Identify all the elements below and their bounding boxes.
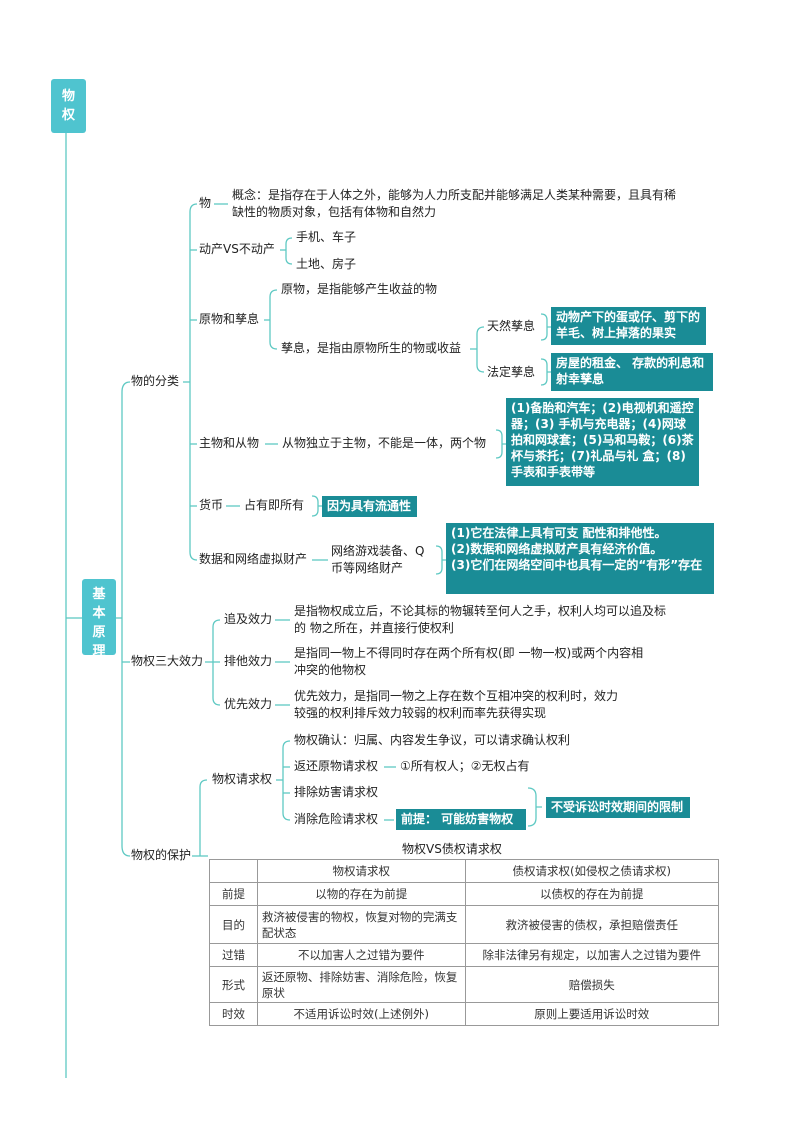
table-cell: 救济被侵害的物权，恢复对物的完满支配状态 (256, 905, 466, 944)
natural-fruit-label: 天然孳息 (487, 319, 536, 333)
currency-desc: 占有即所有 (244, 498, 305, 512)
table-cell: 原则上要适用诉讼时效 (464, 1002, 719, 1026)
table-cell: 以物的存在为前提 (256, 882, 466, 906)
table-row: 形式 返还原物、排除妨害、消除危险，恢复原状 赔偿损失 (209, 966, 719, 1003)
table-cell: 以债权的存在为前提 (464, 882, 719, 906)
claim-danger-premise: 前提： 可能妨害物权 (396, 809, 526, 830)
classification-label: 物的分类 (131, 374, 180, 388)
table-cell: 赔偿损失 (464, 966, 719, 1003)
table-cell: 除非法律另有规定，以加害人之过错为要件 (464, 943, 719, 967)
virtual-desc: 网络游戏装备、Q 币等网络财产 (331, 544, 425, 575)
thing-concept: 概念：是指存在于人体之外，能够为人力所支配并能够满足人类某种需要，且具有稀缺性的… (232, 188, 677, 219)
table-cell: 时效 (209, 1002, 258, 1026)
virtual-note-3: (3)它们在网络空间中也具有一定的“有形”存在 (451, 558, 703, 572)
effect-exclusive-desc: 是指同一物上不得同时存在两个所有权(即 一物一权)或两个内容相冲突的他物权 (294, 646, 644, 677)
table-cell: 不适用诉讼时效(上述例外) (256, 1002, 466, 1026)
virtual-note-1: (1)它在法律上具有可支 配性和排他性。 (451, 526, 667, 540)
claim-confirm: 物权确认：归属、内容发生争议，可以请求确认权利 (294, 733, 571, 747)
root-title: 物权 (51, 79, 86, 133)
section-title: 基本原理 (82, 579, 116, 659)
movable-item: 手机、车子 (296, 230, 357, 244)
virtual-notes: (1)它在法律上具有可支 配性和排他性。 (2)数据和网络虚拟财产具有经济价值。… (446, 523, 714, 594)
claim-return-desc: ①所有权人；②无权占有 (400, 759, 530, 773)
table-header-cell: 债权请求权(如侵权之债请求权) (464, 859, 719, 883)
principal-label: 主物和从物 (199, 436, 260, 450)
movable-label: 动产VS不动产 (199, 242, 275, 256)
table-header-cell (209, 859, 258, 883)
table-row: 时效 不适用诉讼时效(上述例外) 原则上要适用诉讼时效 (209, 1002, 719, 1026)
currency-label: 货币 (199, 498, 224, 512)
original-fruit-label: 原物和孳息 (199, 312, 260, 326)
thing-label: 物 (199, 196, 212, 210)
effect-priority-desc: 优先效力，是指同一物之上存在数个互相冲突的权利时，效力较强的权利排斥效力较弱的权… (294, 689, 619, 720)
table-cell: 过错 (209, 943, 258, 967)
natural-fruit-note: 动物产下的蛋或仔、剪下的羊毛、树上掉落的果实 (551, 307, 706, 345)
table-row: 过错 不以加害人之过错为要件 除非法律另有规定，以加害人之过错为要件 (209, 943, 719, 967)
table-cell: 目的 (209, 905, 258, 944)
table-cell: 不以加害人之过错为要件 (256, 943, 466, 967)
principal-desc: 从物独立于主物，不能是一体，两个物 (282, 436, 487, 450)
virtual-note-2: (2)数据和网络虚拟财产具有经济价值。 (451, 542, 663, 556)
comparison-table: 物权请求权 债权请求权(如侵权之债请求权) 前提 以物的存在为前提 以债权的存在… (209, 859, 719, 1026)
table-row: 前提 以物的存在为前提 以债权的存在为前提 (209, 882, 719, 906)
claim-return-label: 返还原物请求权 (294, 759, 379, 773)
principal-examples: (1)备胎和汽车；(2)电视机和遥控器；(3) 手机与充电器；(4)网球拍和网球… (506, 398, 699, 486)
claim-limit-note: 不受诉讼时效期间的限制 (546, 797, 690, 818)
virtual-label: 数据和网络虚拟财产 (199, 552, 308, 566)
effect-priority-label: 优先效力 (224, 697, 273, 711)
table-cell: 形式 (209, 966, 258, 1003)
original-desc: 原物，是指能够产生收益的物 (281, 282, 438, 296)
table-header-cell: 物权请求权 (256, 859, 466, 883)
claim-label: 物权请求权 (212, 772, 273, 786)
table-cell: 救济被侵害的债权，承担赔偿责任 (464, 905, 719, 944)
legal-fruit-note: 房屋的租金、 存款的利息和射幸孳息 (551, 353, 713, 391)
effect-pursuit-label: 追及效力 (224, 612, 273, 626)
table-cell: 返还原物、排除妨害、消除危险，恢复原状 (256, 966, 466, 1003)
table-title: 物权VS债权请求权 (402, 842, 502, 856)
table-cell: 前提 (209, 882, 258, 906)
table-header-row: 物权请求权 债权请求权(如侵权之债请求权) (209, 859, 719, 883)
currency-note: 因为具有流通性 (322, 496, 417, 517)
effect-exclusive-label: 排他效力 (224, 654, 273, 668)
immovable-item: 土地、房子 (296, 257, 357, 271)
protection-label: 物权的保护 (131, 848, 192, 862)
effects-label: 物权三大效力 (131, 654, 204, 668)
claim-danger-label: 消除危险请求权 (294, 812, 379, 826)
effect-pursuit-desc: 是指物权成立后，不论其标的物辗转至何人之手，权利人均可以追及标的 物之所在，并直… (294, 604, 667, 635)
claim-remove: 排除妨害请求权 (294, 785, 379, 799)
legal-fruit-label: 法定孳息 (487, 365, 536, 379)
table-row: 目的 救济被侵害的物权，恢复对物的完满支配状态 救济被侵害的债权，承担赔偿责任 (209, 905, 719, 944)
fruit-desc: 孳息，是指由原物所生的物或收益 (281, 341, 462, 355)
